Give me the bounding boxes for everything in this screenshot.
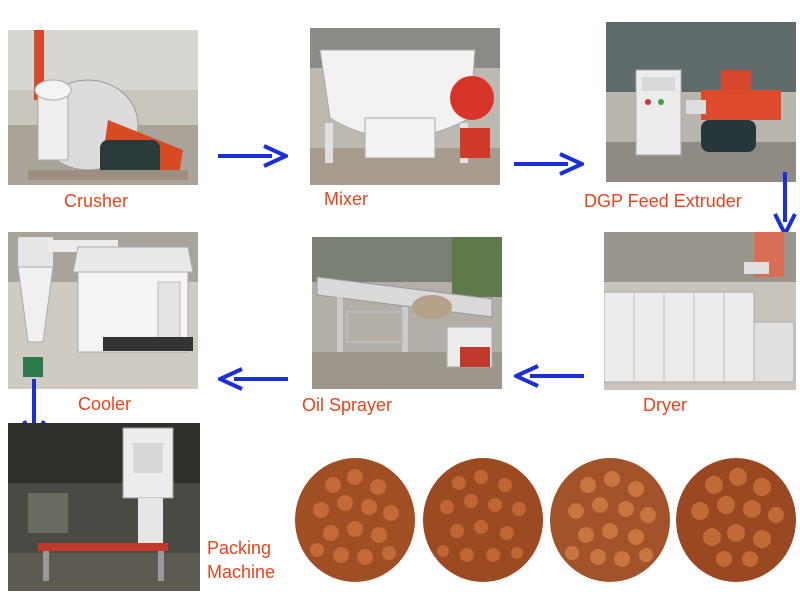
label-extruder: DGP Feed Extruder bbox=[584, 191, 742, 211]
label-dryer: Dryer bbox=[643, 395, 687, 415]
pellet-sample-3 bbox=[548, 455, 673, 585]
label-mixer: Mixer bbox=[324, 189, 368, 209]
packing-machine-photo bbox=[8, 423, 200, 591]
label-packing-line2: Machine bbox=[207, 562, 276, 582]
extruder-photo bbox=[606, 22, 796, 182]
arrow-crusher-to-mixer bbox=[216, 144, 288, 168]
pellet-sample-2 bbox=[421, 455, 546, 585]
arrow-extruder-to-dryer bbox=[773, 170, 797, 236]
arrow-oil-sprayer-to-cooler bbox=[218, 367, 290, 391]
arrow-dryer-to-oil-sprayer bbox=[514, 364, 586, 388]
pellet-sample-1 bbox=[293, 455, 418, 585]
pellet-sample-4 bbox=[674, 455, 799, 585]
label-cooler: Cooler bbox=[78, 394, 132, 414]
arrow-mixer-to-extruder bbox=[512, 152, 584, 176]
label-packing-line1: Packing bbox=[207, 538, 272, 558]
crusher-photo bbox=[8, 30, 198, 185]
label-oil-sprayer: Oil Sprayer bbox=[302, 395, 393, 415]
label-crusher: Crusher bbox=[64, 191, 129, 211]
dryer-photo bbox=[604, 232, 796, 390]
oil-sprayer-photo bbox=[312, 237, 502, 389]
mixer-photo bbox=[310, 28, 500, 185]
cooler-photo bbox=[8, 232, 198, 389]
